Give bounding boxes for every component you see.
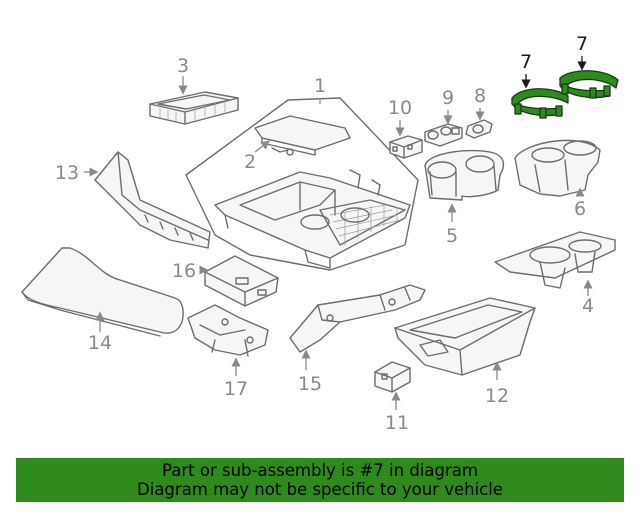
part-6-cup-holder-insert xyxy=(514,139,601,197)
callout-5: 5 xyxy=(446,225,458,247)
callout-7-right: 7 xyxy=(576,33,588,55)
callout-9: 9 xyxy=(442,87,454,109)
banner-line-2: Diagram may not be specific to your vehi… xyxy=(137,480,503,499)
callout-16: 16 xyxy=(172,260,196,282)
part-2-lid xyxy=(254,115,351,156)
leader-lines xyxy=(84,56,593,410)
callout-15: 15 xyxy=(298,373,322,395)
callout-1: 1 xyxy=(314,75,326,97)
callout-6: 6 xyxy=(574,198,586,220)
part-9-usb-port xyxy=(424,123,463,147)
callout-10: 10 xyxy=(388,97,412,119)
part-7-ring-right xyxy=(559,70,619,99)
callout-8: 8 xyxy=(474,85,486,107)
callout-2: 2 xyxy=(244,151,256,173)
part-16-module xyxy=(204,255,279,307)
part-7-ring-left xyxy=(511,88,569,119)
callout-7-left: 7 xyxy=(520,51,532,73)
part-1-assembly-outline xyxy=(185,97,419,271)
callout-3: 3 xyxy=(177,55,189,77)
part-3-storage-tray xyxy=(149,91,239,125)
part-5-cup-holder xyxy=(424,149,505,201)
part-12-storage-bin xyxy=(394,297,536,376)
part-8-outlet xyxy=(465,119,493,139)
callout-12: 12 xyxy=(485,385,509,407)
part-10-switch xyxy=(389,135,423,159)
parts-diagram: 3 1 2 10 9 8 7 7 13 5 6 16 4 14 17 15 12… xyxy=(21,33,619,434)
banner-line-1: Part or sub-assembly is #7 in diagram xyxy=(162,461,478,480)
part-1-console-body xyxy=(214,169,411,269)
part-13-side-panel xyxy=(94,151,211,249)
part-11-switch xyxy=(374,361,411,393)
part-17-bracket xyxy=(187,304,269,357)
callout-14: 14 xyxy=(88,332,112,354)
part-15-rail xyxy=(289,284,426,353)
callout-11: 11 xyxy=(385,412,409,434)
info-banner: Part or sub-assembly is #7 in diagram Di… xyxy=(16,458,624,502)
callout-13: 13 xyxy=(55,162,79,184)
part-14-armrest xyxy=(21,247,184,337)
part-4-trim-plate xyxy=(494,231,616,289)
callout-17: 17 xyxy=(224,378,248,400)
callout-4: 4 xyxy=(582,295,594,317)
